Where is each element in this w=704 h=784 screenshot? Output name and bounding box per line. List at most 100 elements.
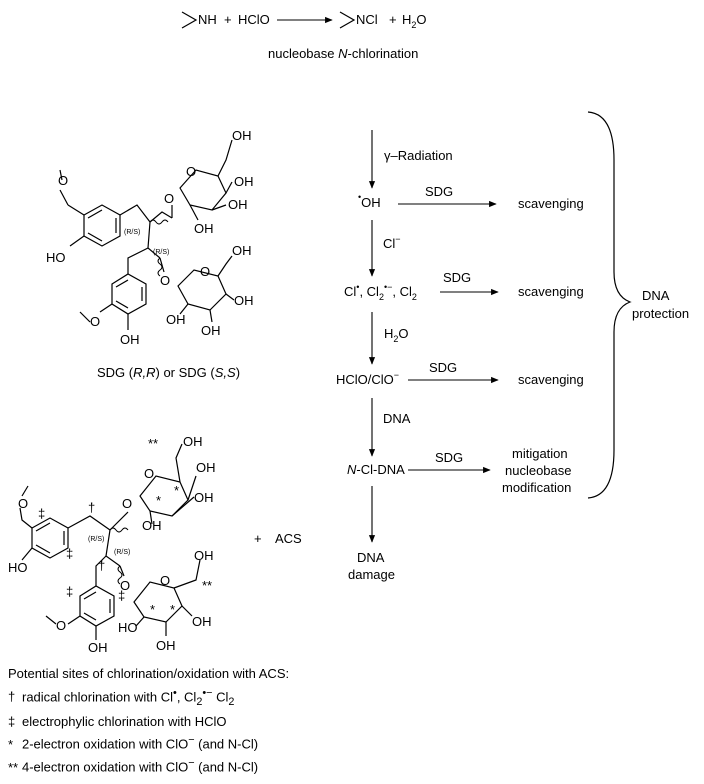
site-ddagger-1: ‡ xyxy=(38,506,45,521)
legend-row1-radical-anion: •− xyxy=(202,686,213,699)
legend-row3-tail: (and N-Cl) xyxy=(194,736,259,752)
lower-ch2oh-2: OH xyxy=(194,548,214,563)
legend-row1-text: radical chlorination with Cl xyxy=(22,688,174,704)
lower-methoxy-methyl-2 xyxy=(45,615,57,625)
site-dagger-1: † xyxy=(88,500,95,515)
reactant-nh: NH xyxy=(198,12,217,27)
lower-ring-o-2: O xyxy=(160,573,170,588)
oh-radical: •OH xyxy=(358,192,381,210)
scavenging-2: scavenging xyxy=(518,284,584,299)
legend-row1-tail: Cl xyxy=(212,688,229,704)
lower-oh-2b: OH xyxy=(156,638,176,653)
legend-dstar: ** xyxy=(8,759,19,775)
lower-oh-bond-2 xyxy=(209,309,213,323)
stereo-label-3: (R/S) xyxy=(88,536,104,543)
plus-sign-2: + xyxy=(389,12,397,27)
legend-row4-minus: − xyxy=(188,757,195,770)
legend-row-radical: † radical chlorination with Cl•, Cl2•− Cl… xyxy=(8,684,289,712)
lower-ch2oh-bond xyxy=(217,255,233,277)
site-dstar-2: ** xyxy=(202,578,212,593)
glycoside-o-2: O xyxy=(160,273,170,288)
lower-wavy-bond-2 xyxy=(117,565,123,585)
upper-oh-bond-1 xyxy=(225,181,233,194)
legend-row-2e-oxidation: *2-electron oxidation with ClO− (and N-C… xyxy=(8,731,289,754)
legend-row-electrophilic: ‡electrophylic chlorination with HClO xyxy=(8,712,289,732)
upper-oh-2b: OH xyxy=(194,490,214,505)
upper-oh-bond-2 xyxy=(211,204,227,211)
site-star-3: * xyxy=(150,602,155,617)
damage-line-2: damage xyxy=(348,567,395,582)
upper-ch2o-bond-2 xyxy=(109,511,129,531)
protection-line-2: protection xyxy=(632,306,689,321)
upper-oh-1: OH xyxy=(234,174,254,189)
legend-row1-dot: • xyxy=(173,686,177,699)
upper-methoxy-o-2: O xyxy=(18,496,28,511)
product-water: H2O xyxy=(402,12,427,30)
lower-oh-bond-3 xyxy=(179,303,189,315)
upper-aryl-ring xyxy=(83,204,121,247)
upper-aryl-ring-2 xyxy=(31,517,69,559)
stereo-label-2: (R/S) xyxy=(153,249,169,256)
upper-ho: HO xyxy=(46,250,66,265)
legend-row4-text: 4-electron oxidation with ClO xyxy=(22,759,189,775)
sdg-structure: O HO (R/S) O O OH OH OH OH (R/S) O O OH … xyxy=(46,128,254,380)
amine-bond-stub xyxy=(181,11,198,29)
site-star-4: * xyxy=(170,602,175,617)
site-ddagger-3: ‡ xyxy=(66,584,73,599)
upper-oh-bond-2c xyxy=(149,510,153,525)
plus-acs: + xyxy=(254,531,262,546)
scavenging-1: scavenging xyxy=(518,196,584,211)
upper-oh-2a: OH xyxy=(196,460,216,475)
lower-oh-3: OH xyxy=(166,312,186,327)
h2o-label: H2O xyxy=(384,326,409,344)
gamma-radiation-label: γ–Radiation xyxy=(384,148,453,163)
upper-methoxy-bond-2 xyxy=(19,507,33,529)
upper-methoxy-methyl-2 xyxy=(21,485,29,497)
lower-methoxy-methyl xyxy=(79,311,91,323)
legend-row1-sub: 2 xyxy=(196,695,203,708)
lower-chain-2 xyxy=(95,555,107,586)
mitigation-line-1: mitigation xyxy=(512,446,568,461)
legend-title: Potential sites of chlorination/oxidatio… xyxy=(8,666,290,681)
upper-aryl-double-bonds xyxy=(87,209,117,242)
legend-row1-after: , Cl xyxy=(176,688,197,704)
annotated-sdg-structure: O ‡ ‡ HO † (R/S) O O OH ** OH OH OH * * … xyxy=(8,434,302,655)
lower-methoxy-bond-2 xyxy=(67,615,81,625)
upper-wavy-bond xyxy=(149,219,169,225)
legend-row2-text: electrophylic chlorination with HClO xyxy=(22,713,227,729)
mitigation-line-2: nucleobase xyxy=(505,463,572,478)
lower-benzyl-chain xyxy=(127,247,149,274)
site-dstar-1: ** xyxy=(148,436,158,451)
ncl-dna: N-Cl-DNA xyxy=(347,462,405,477)
glycoside-o-4: O xyxy=(120,578,130,593)
hclo-species: HClO/ClO− xyxy=(336,370,399,387)
lower-ch2oh-bond-2 xyxy=(173,559,201,589)
upper-oh-2c: OH xyxy=(142,518,162,533)
nchloramine-bond-stub xyxy=(339,11,356,29)
upper-wavy-bond-2 xyxy=(109,527,129,533)
upper-methoxy-bond xyxy=(59,189,85,216)
stereo-label-1: (R/S) xyxy=(124,229,140,236)
cl-minus-label: Cl− xyxy=(383,234,401,251)
lower-oh-2a: OH xyxy=(192,614,212,629)
upper-ch2oh-bond xyxy=(217,139,233,177)
sdg-label-4: SDG xyxy=(435,450,463,465)
lower-oh-bond-1 xyxy=(225,293,235,301)
upper-ch2oh-2: OH xyxy=(183,434,203,449)
lower-oh-1: OH xyxy=(234,293,254,308)
lower-ch2oh: OH xyxy=(232,243,252,258)
pathway-diagram: γ–Radiation •OH SDG scavenging Cl− Cl•, … xyxy=(336,111,689,582)
lower-ho-2c: HO xyxy=(118,620,138,635)
backbone-bond-2 xyxy=(105,529,121,567)
damage-line-1: DNA xyxy=(357,550,385,565)
legend-dagger: † xyxy=(8,688,16,704)
sdg-label-1: SDG xyxy=(425,184,453,199)
lower-oh-bond-2a xyxy=(181,605,193,617)
upper-oh-2: OH xyxy=(228,197,248,212)
upper-oh-bond-2b xyxy=(171,496,195,517)
upper-oh-bond-3 xyxy=(189,204,199,221)
upper-glucose-ring-2 xyxy=(139,475,189,517)
upper-aryl-double-bonds-2 xyxy=(35,522,65,554)
lower-aryl-ring xyxy=(111,273,147,315)
